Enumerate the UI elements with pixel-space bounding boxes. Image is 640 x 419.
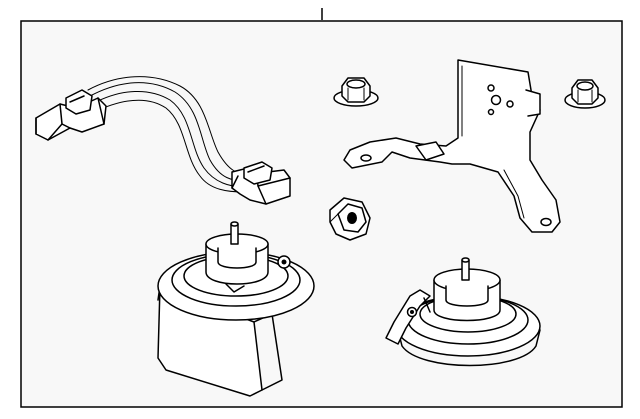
mounting-bracket — [343, 59, 561, 233]
wire-harness — [35, 76, 291, 205]
horn-left — [157, 221, 315, 397]
flange-nut-top — [333, 77, 379, 107]
horn-right — [385, 257, 541, 367]
flange-nut-right — [564, 79, 606, 109]
flange-nut-middle — [329, 197, 371, 241]
